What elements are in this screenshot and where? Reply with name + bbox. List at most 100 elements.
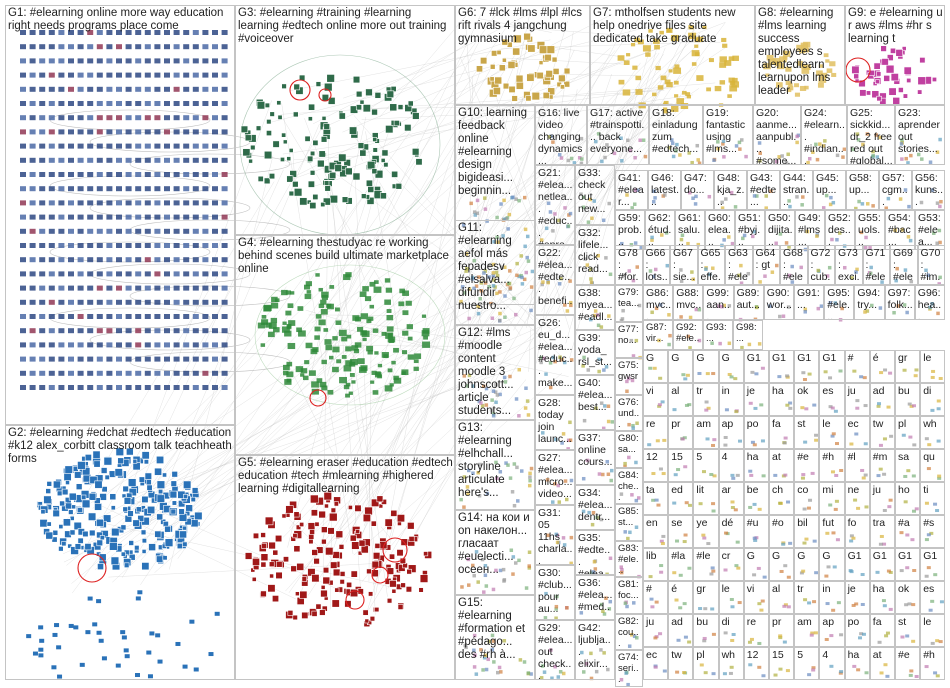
graph-node [164, 30, 170, 35]
graph-node [143, 459, 149, 465]
graph-node [348, 391, 353, 395]
graph-edge [503, 57, 628, 65]
graph-node [106, 243, 113, 248]
graph-node [305, 342, 313, 349]
group-label-g75: G75: gwsr [618, 360, 639, 382]
graph-node [92, 450, 101, 459]
graph-edge [681, 22, 726, 82]
graph-node [334, 164, 342, 172]
graph-node [125, 243, 132, 248]
graph-edge [486, 62, 641, 281]
group-label-g82: G82: cou... [618, 615, 639, 649]
graph-node [135, 596, 141, 601]
graph-node [212, 186, 218, 192]
graph-node [389, 103, 398, 112]
group-label-g47: G47: do... [684, 172, 707, 196]
group-box-g47: G47: do... [681, 170, 714, 210]
graph-node [320, 136, 328, 143]
graph-node [202, 299, 209, 305]
graph-node [202, 172, 209, 177]
graph-node [202, 115, 209, 121]
graph-node [68, 342, 74, 348]
graph-node [20, 314, 26, 319]
graph-node [154, 299, 161, 305]
graph-node [374, 351, 379, 355]
graph-node [312, 139, 319, 146]
graph-node [183, 214, 190, 220]
graph-node [154, 370, 161, 376]
group-box-g89: G89: aut... [733, 285, 764, 320]
tiny-group-box: ok [895, 581, 921, 614]
tiny-group-box: en [643, 515, 669, 548]
graph-node [39, 44, 46, 50]
group-box-g73: G73: exci... [835, 245, 863, 285]
tiny-group-label: le [721, 583, 730, 595]
tiny-group-label: #o [772, 517, 784, 529]
graph-node [77, 101, 84, 106]
graph-node [123, 497, 132, 505]
graph-node [297, 306, 304, 311]
graph-node [221, 271, 228, 277]
graph-node [135, 157, 142, 163]
tiny-group-box: al [769, 581, 795, 614]
group-box-g8: G8: #elearning #lms learning success emp… [755, 5, 845, 105]
graph-node [77, 243, 84, 248]
graph-node [154, 356, 161, 362]
graph-node [29, 129, 36, 135]
group-label-g12: G12: #lms #moodle content moodle 3 johns… [458, 327, 514, 417]
graph-node [386, 90, 395, 99]
tiny-group-label: gr [696, 583, 706, 595]
graph-node [202, 257, 209, 263]
graph-node [355, 104, 362, 111]
graph-node [106, 385, 113, 390]
graph-node [202, 328, 209, 334]
graph-node [48, 172, 55, 177]
graph-node [192, 214, 199, 220]
graph-node [135, 172, 142, 177]
graph-node [212, 200, 218, 206]
tiny-group-box: ha [769, 383, 795, 416]
graph-node [68, 172, 74, 177]
graph-node [77, 214, 84, 220]
graph-node [221, 228, 228, 234]
graph-node [117, 457, 125, 465]
graph-node [221, 314, 228, 319]
graph-node [255, 125, 262, 131]
graph-edge [361, 109, 567, 120]
tiny-group-label: se [671, 517, 683, 529]
graph-node [101, 486, 108, 493]
graph-node [221, 129, 228, 135]
group-box-g86: G86: mvc... [643, 285, 674, 320]
graph-node [192, 356, 199, 362]
graph-node [144, 356, 151, 362]
graph-node [96, 157, 103, 163]
graph-node [144, 370, 151, 376]
graph-node [271, 296, 278, 303]
graph-node [106, 285, 113, 291]
graph-node [135, 101, 142, 106]
group-label-g66: G66: lots... [645, 247, 668, 284]
graph-node [58, 44, 65, 50]
graph-node [140, 529, 147, 536]
graph-node [106, 214, 113, 220]
tiny-group-label: cr [721, 550, 731, 562]
graph-node [135, 385, 142, 390]
graph-node [128, 488, 137, 497]
graph-node [189, 619, 195, 624]
graph-node [393, 120, 400, 127]
group-label-g6: G6: 7 #lck #lms #lpl #lcs rift rivals 4 … [458, 7, 582, 45]
graph-node [173, 157, 180, 163]
graph-node [29, 58, 36, 64]
graph-node [29, 115, 36, 121]
graph-node [182, 541, 188, 547]
graph-node [343, 384, 350, 390]
graph-node [92, 622, 98, 627]
tiny-group-box: di [718, 614, 744, 647]
graph-node [261, 319, 269, 325]
graph-node [164, 86, 170, 92]
graph-node [393, 375, 399, 381]
graph-node [192, 228, 199, 234]
graph-node [368, 316, 374, 321]
graph-node [125, 257, 132, 263]
graph-node [288, 190, 295, 197]
